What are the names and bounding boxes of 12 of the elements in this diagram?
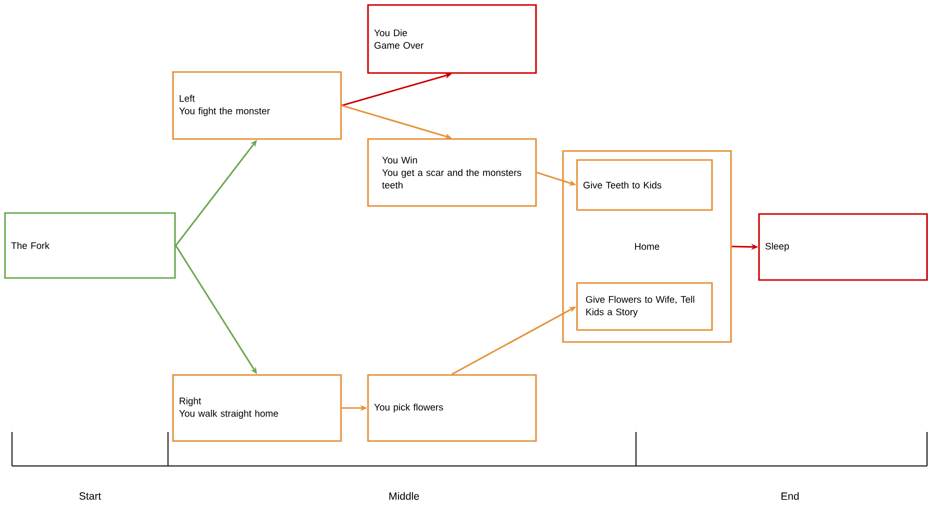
process-box: Sleep [758, 213, 928, 281]
process-box: Left You fight the monster [172, 71, 342, 140]
phase-label: Middle [389, 492, 419, 500]
process-box: You Win You get a scar and the monsters teeth [367, 138, 537, 207]
process-box: The Fork [4, 212, 176, 279]
process-box: Right You walk straight home [172, 374, 342, 442]
process-box: Give Flowers to Wife, Tell Kids a Story [576, 282, 713, 331]
process-box: You pick flowers [367, 374, 537, 442]
phase-label: Start [79, 492, 101, 500]
phase-label: End [782, 492, 799, 500]
process-box: Give Teeth to Kids [576, 159, 713, 211]
process-box: You Die Game Over [367, 4, 537, 74]
